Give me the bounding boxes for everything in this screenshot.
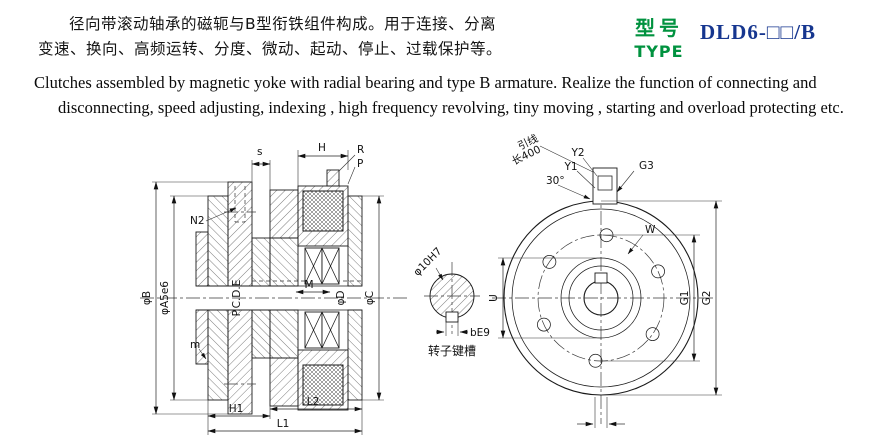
clutch-cross-section-view: s H R P N2 φB φA5e6 — [140, 142, 408, 435]
chinese-line-1: 径向带滚动轴承的磁轭与B型衔铁组件构成。用于连接、分离 — [69, 15, 497, 33]
dim-label-G3: G3 — [639, 160, 654, 172]
dim-label-Y2: Y2 — [570, 147, 584, 159]
dim-label-G2: G2 — [701, 291, 713, 306]
dim-label-Y1: Y1 — [563, 161, 577, 173]
dim-label-keyway-width: bE9 — [470, 327, 490, 339]
dim-label-H1: H1 — [229, 403, 244, 415]
english-line-2: disconnecting, speed adjusting, indexing… — [58, 98, 844, 117]
bearing-top — [304, 247, 340, 285]
model-number: DLD6-□□/B — [700, 20, 817, 44]
chinese-description: 径向带滚动轴承的磁轭与B型衔铁组件构成。用于连接、分离 变速、换向、高频运转、分… — [38, 12, 543, 62]
rotor-keyway-detail-view: bE9 φ10H7 转子键槽 — [411, 245, 490, 358]
chinese-line-2: 变速、换向、高频运转、分度、微动、起动、停止、过载保护等。 — [38, 40, 503, 58]
dim-label-phiA: φA5e6 — [159, 281, 171, 315]
dim-label-phiD: φD — [335, 290, 347, 305]
dim-label-H: H — [318, 142, 326, 154]
keyway-slot — [445, 311, 459, 323]
detail-caption: 转子键槽 — [428, 343, 476, 358]
dim-label-L1: L1 — [277, 418, 290, 430]
rotor-bore-circle — [429, 273, 475, 319]
dim-label-m: m — [190, 339, 200, 351]
dim-label-W: W — [645, 224, 656, 236]
type-label-cn: 型号 — [635, 16, 683, 40]
coil-section — [302, 190, 344, 232]
section-parts-top — [195, 169, 363, 287]
dim-label-R: R — [357, 144, 364, 156]
english-line-1: Clutches assembled by magnetic yoke with… — [34, 73, 817, 92]
dim-label-s: s — [257, 146, 262, 158]
section-parts-bottom — [195, 309, 363, 415]
type-label-en: TYPE — [634, 42, 684, 61]
dim-label-pcd: P.C.D.E — [231, 280, 243, 317]
bearing-bottom — [304, 311, 340, 349]
bore-keyway — [594, 272, 608, 284]
terminal-boss — [326, 169, 340, 187]
dim-label-L2: L2 — [307, 396, 320, 408]
clutch-front-view: 引线 长400 30° Y2 Y1 G3 W G1 G2 — [488, 132, 722, 428]
lead-wire-line — [539, 145, 594, 173]
dim-label-P: P — [357, 158, 363, 170]
dim-label-phiB: φB — [141, 291, 153, 305]
dim-label-angle: 30° — [546, 175, 565, 187]
left-view-dimensions: s H R P N2 φB φA5e6 — [141, 142, 384, 435]
type-label-block: 型号 TYPE — [622, 12, 696, 61]
dim-label-G1: G1 — [679, 291, 691, 306]
terminal-block — [592, 167, 618, 205]
dim-label-U: U — [488, 294, 500, 302]
english-description: Clutches assembled by magnetic yoke with… — [34, 70, 856, 120]
dim-label-N2: N2 — [190, 215, 205, 227]
dim-label-M: M — [304, 279, 313, 291]
bottom-dimension-lines — [577, 397, 625, 428]
dim-label-phiC: φC — [364, 291, 376, 305]
